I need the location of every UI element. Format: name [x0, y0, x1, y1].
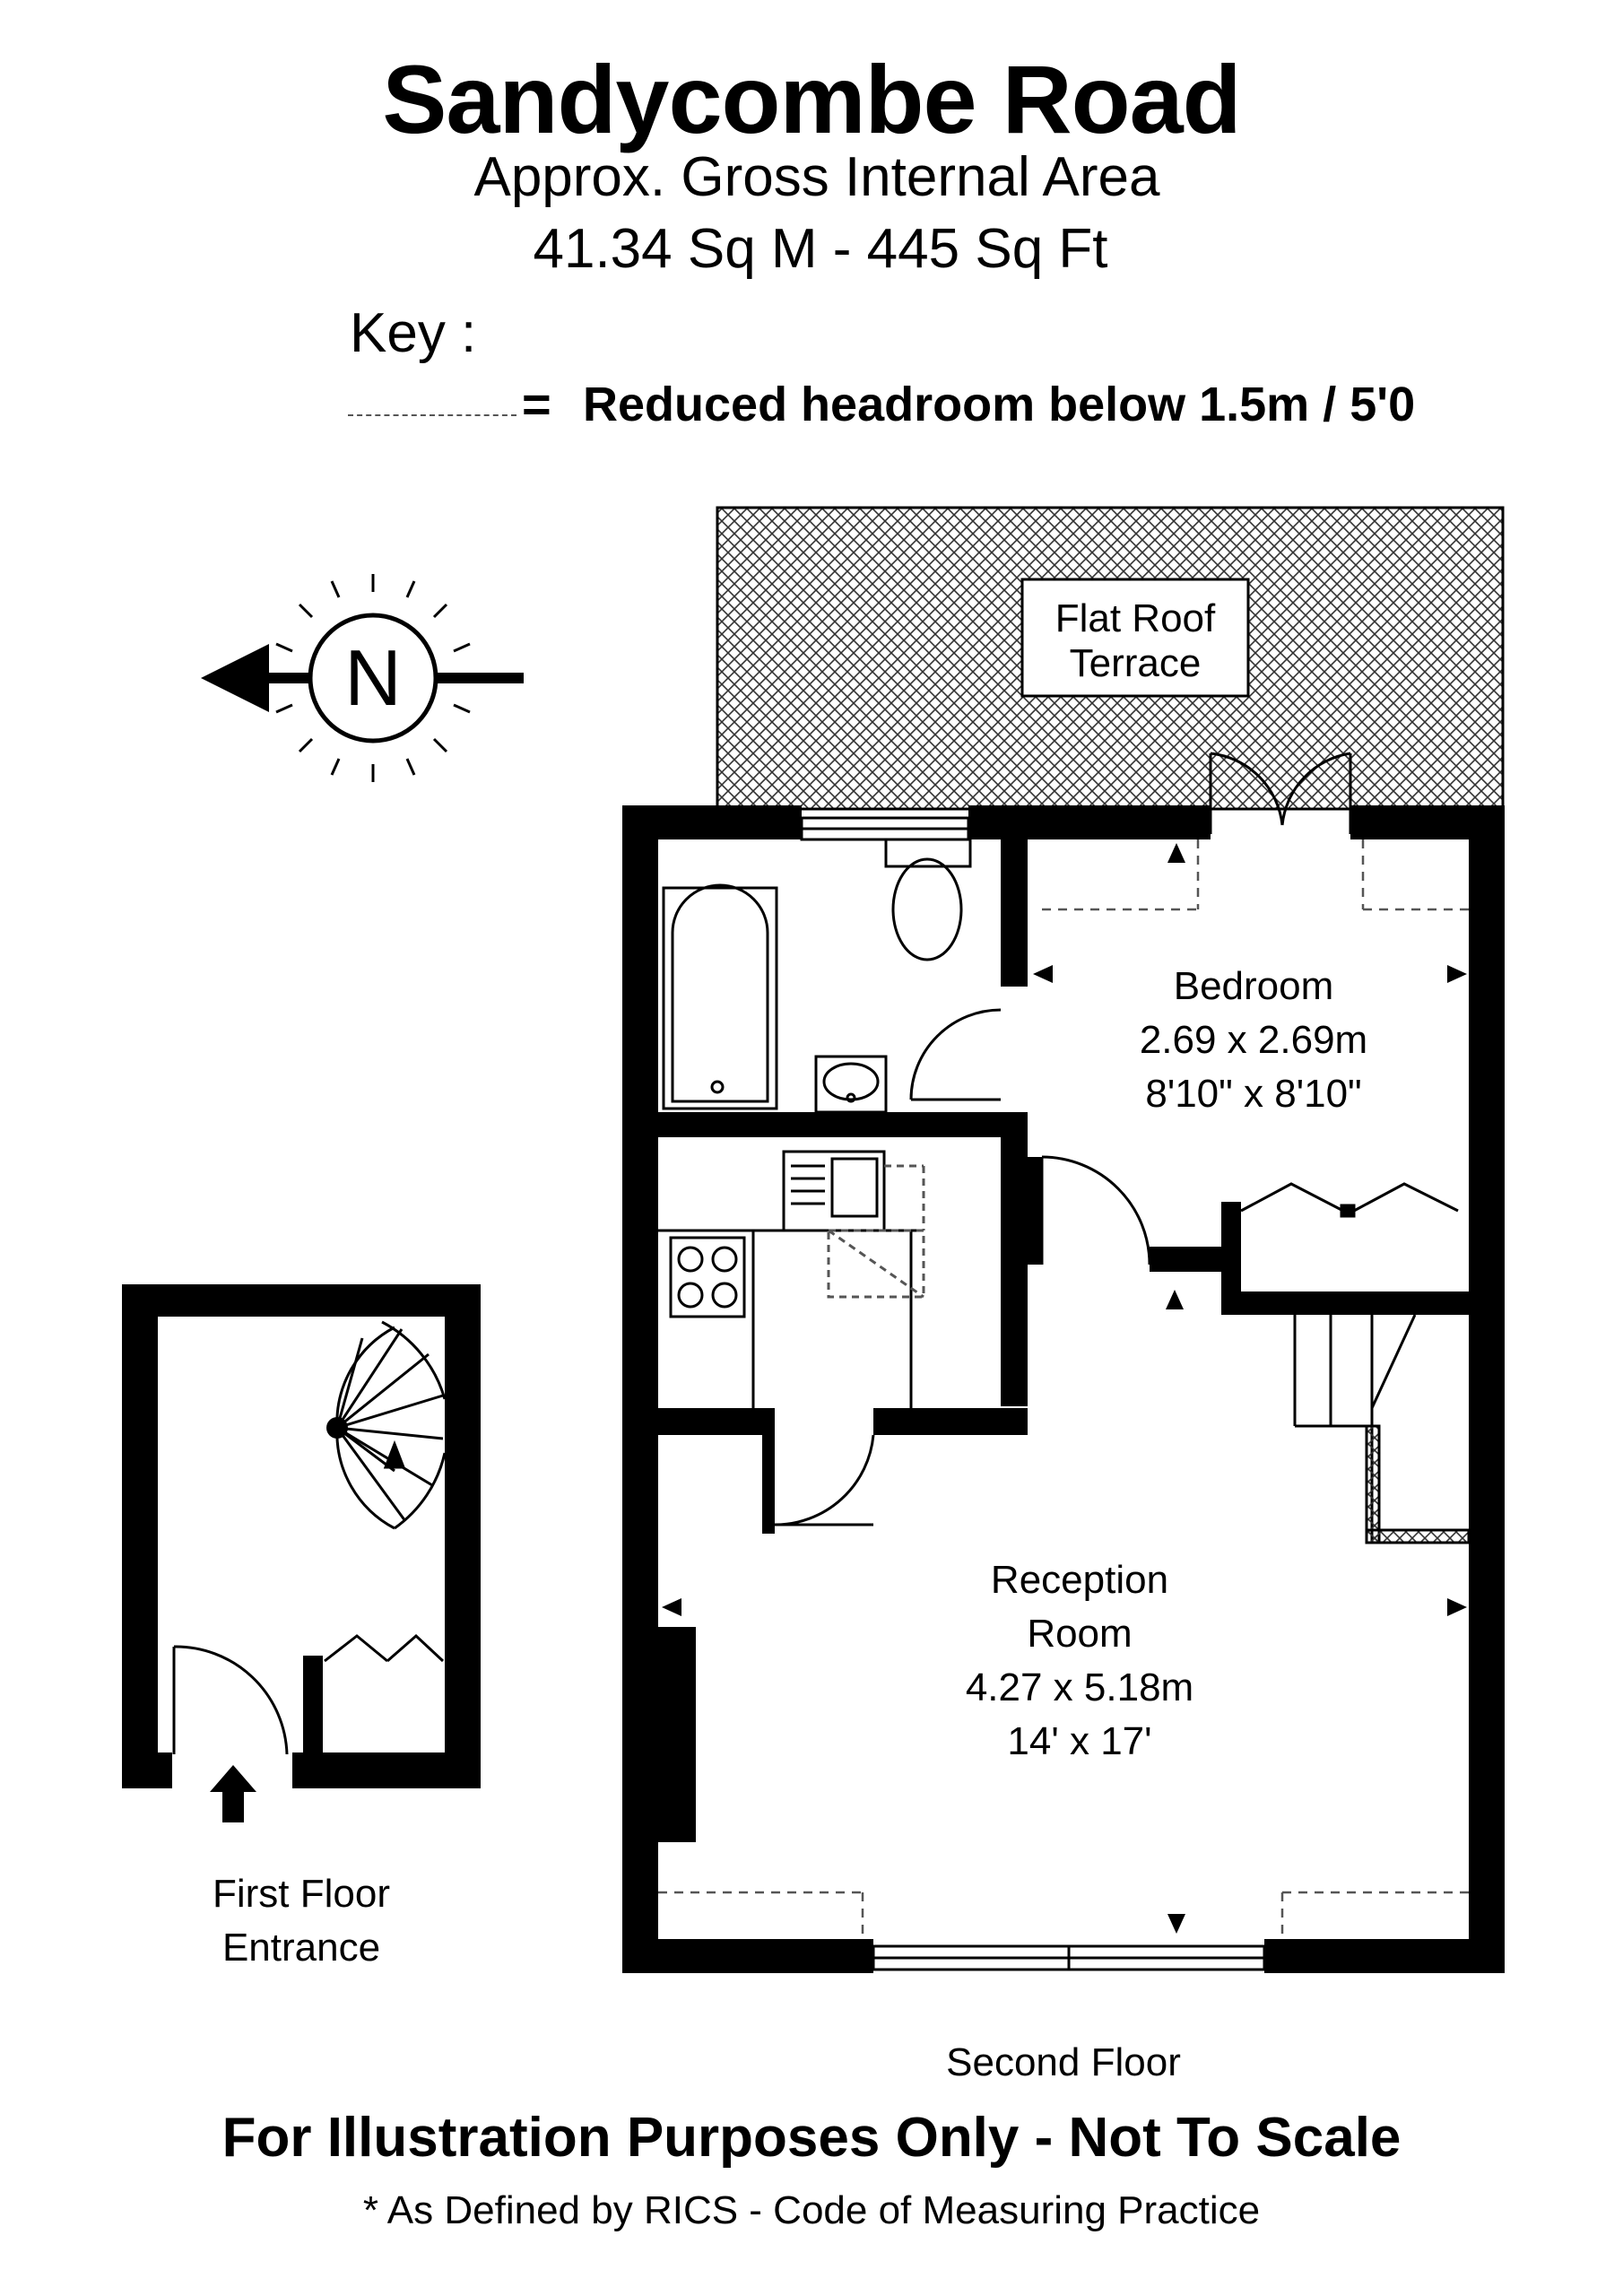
- area-subtitle: Approx. Gross Internal Area: [473, 146, 1160, 208]
- key-label: Key :: [350, 302, 477, 364]
- terrace-label-line1: Flat Roof: [1055, 596, 1216, 640]
- bathroom-window: [800, 816, 970, 841]
- reception-metric: 4.27 x 5.18m: [966, 1665, 1193, 1709]
- reception-name-line1: Reception: [991, 1558, 1168, 1602]
- north-arrow-icon: N: [201, 574, 524, 782]
- reception-imperial: 14' x 17': [1007, 1719, 1151, 1763]
- second-floor-walls: [622, 805, 1505, 1973]
- page-title: Sandycombe Road: [382, 45, 1241, 153]
- dimension-markers: [662, 843, 1467, 1934]
- compass-letter: N: [344, 633, 402, 722]
- wardrobe-doors: [1240, 1182, 1459, 1218]
- bedroom-imperial: 8'10" x 8'10": [1145, 1072, 1361, 1116]
- bathroom-fittings: [662, 838, 1002, 1114]
- second-floor-label: Second Floor: [946, 2040, 1181, 2084]
- disclaimer: For Illustration Purposes Only - Not To …: [221, 2107, 1402, 2169]
- reception-windows: [872, 1944, 1266, 1971]
- key-description: Reduced headroom below 1.5m / 5'0: [583, 378, 1416, 431]
- bedroom-name: Bedroom: [1174, 964, 1334, 1008]
- kitchen-fittings: [658, 1150, 925, 1526]
- footnote: * As Defined by RICS - Code of Measuring…: [362, 2188, 1261, 2232]
- terrace-label-line2: Terrace: [1070, 641, 1202, 685]
- first-floor-label-line1: First Floor: [213, 1872, 390, 1916]
- spiral-stair-post: [326, 1417, 348, 1439]
- entrance-arrow-icon: [210, 1765, 256, 1822]
- first-floor-fittings: [172, 1320, 447, 1755]
- area-value: 41.34 Sq M - 445 Sq Ft: [533, 218, 1108, 280]
- key-equals: =: [522, 376, 551, 432]
- bedroom-label: Bedroom 2.69 x 2.69m 8'10" x 8'10": [1140, 964, 1367, 1116]
- first-floor-label-line2: Entrance: [222, 1926, 380, 1970]
- staircase: [1293, 1314, 1471, 1544]
- terrace: Flat Roof Terrace: [716, 506, 1505, 811]
- reception-name-line2: Room: [1027, 1612, 1132, 1656]
- bedroom-metric: 2.69 x 2.69m: [1140, 1018, 1367, 1062]
- key-dashed-line: [348, 414, 516, 416]
- bedroom-door: [1040, 1155, 1151, 1265]
- first-floor-walls: [122, 1284, 481, 1788]
- reception-label: Reception Room 4.27 x 5.18m 14' x 17': [966, 1558, 1193, 1763]
- terrace-doors: [1209, 752, 1352, 834]
- reduced-headroom-lines: [658, 839, 1469, 1939]
